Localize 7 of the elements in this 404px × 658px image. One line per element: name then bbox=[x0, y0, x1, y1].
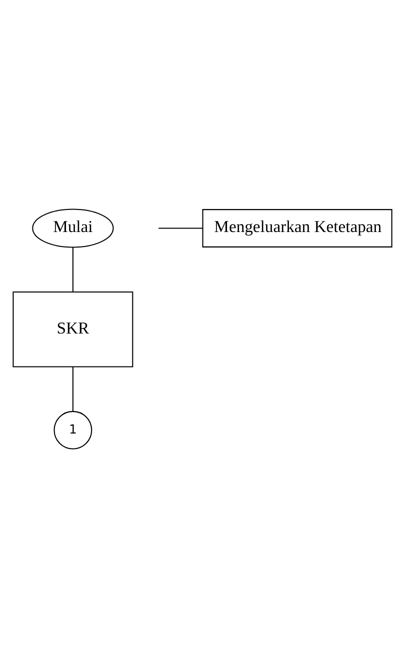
node-box: Mengeluarkan Ketetapan bbox=[202, 209, 392, 248]
connector bbox=[72, 366, 73, 412]
node-ellipse: Mulai bbox=[32, 208, 114, 248]
connector bbox=[158, 228, 202, 229]
node-circle: 1 bbox=[53, 410, 92, 450]
node-box: SKR bbox=[12, 292, 133, 368]
connector bbox=[72, 247, 73, 292]
